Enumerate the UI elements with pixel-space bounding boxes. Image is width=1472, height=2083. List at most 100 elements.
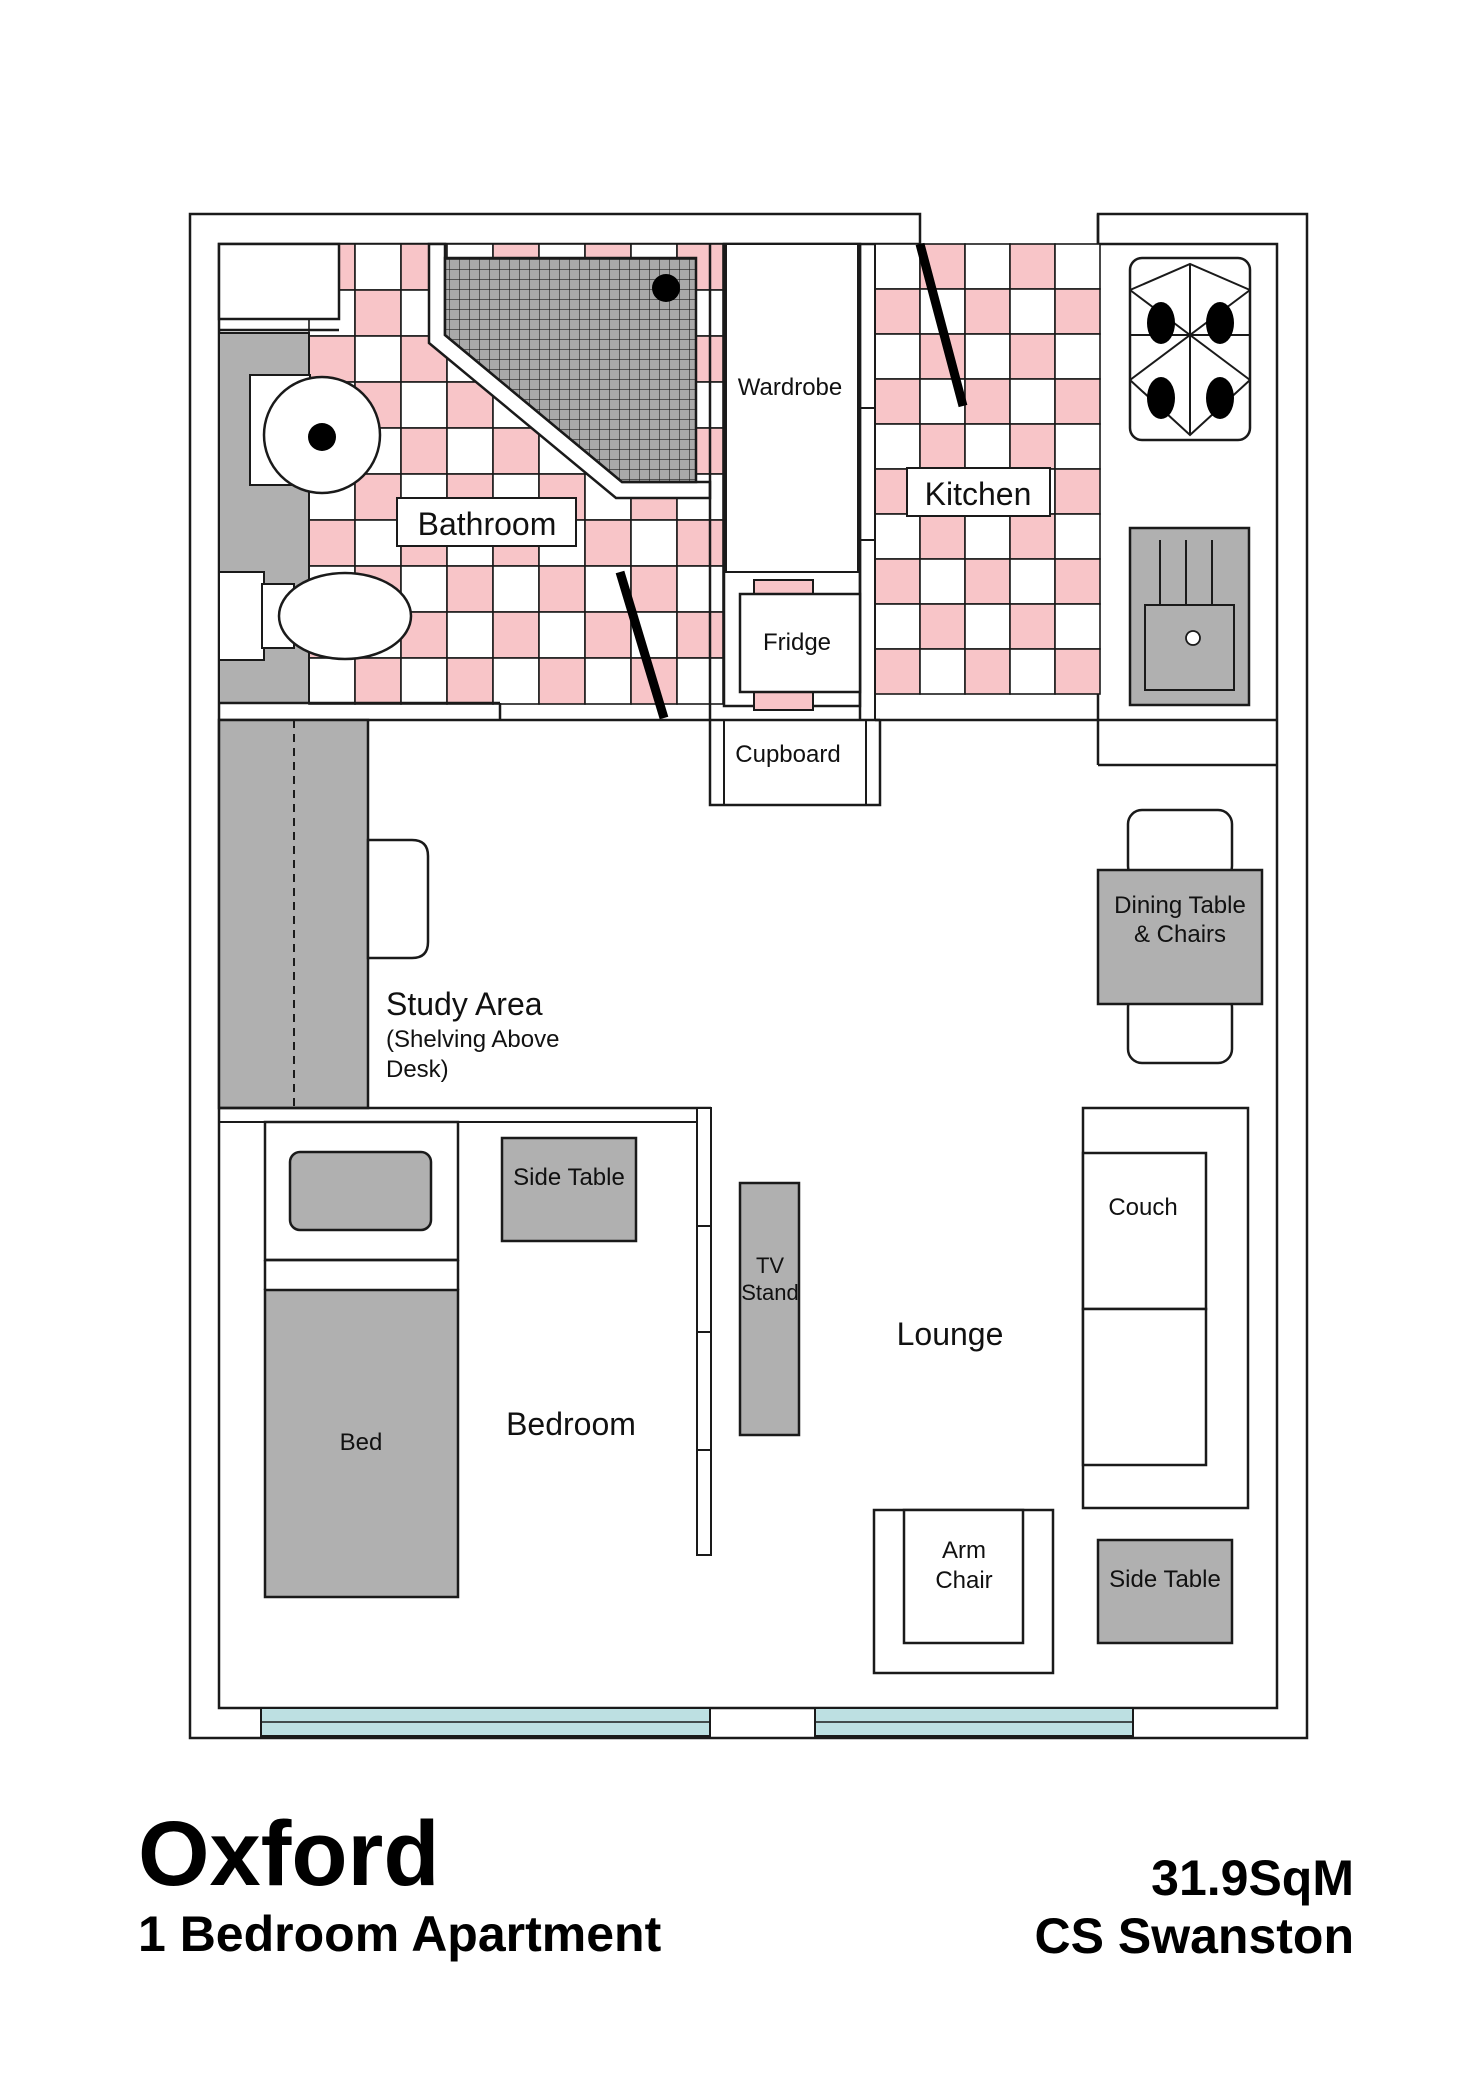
floor-tile	[584, 611, 632, 659]
cupboard-label: Cupboard	[735, 741, 840, 768]
apartment-name: Oxford	[138, 1803, 440, 1905]
floor-tile	[308, 519, 356, 567]
windows	[260, 1707, 1134, 1737]
wardrobe-fridge-block: Wardrobe Fridge Cupboard	[665, 242, 882, 807]
armchair-label-1: Arm	[942, 1537, 986, 1564]
floor-tile	[874, 648, 921, 695]
floor-tile	[1054, 333, 1101, 380]
armchair-seat	[902, 1508, 1025, 1645]
floor-tile	[964, 603, 1011, 650]
bedroom-label: Bedroom	[506, 1406, 636, 1442]
bathroom-vanity-shelf	[217, 242, 341, 321]
couch-cushion-top	[1081, 1151, 1208, 1311]
floor-tile	[492, 611, 540, 659]
floor-tile	[1054, 513, 1101, 560]
floor-tile	[964, 378, 1011, 425]
floor-tile	[630, 565, 678, 613]
bathroom-label: Bathroom	[418, 506, 557, 542]
floor-tile	[964, 558, 1011, 605]
bed	[263, 1288, 460, 1599]
floor-tile	[919, 558, 966, 605]
apartment-area: 31.9SqM	[1151, 1850, 1354, 1906]
floor-plan: Bathroom Wardrobe Fridge Cupboard Kitche…	[188, 212, 1309, 1740]
floor-tile	[1054, 468, 1101, 515]
couch-cushion-bottom	[1081, 1307, 1208, 1467]
tv-stand-label-1: TV	[756, 1253, 784, 1278]
lounge-side-table	[1096, 1538, 1234, 1645]
floor-tile	[964, 648, 1011, 695]
floor-tile	[676, 611, 724, 659]
floor-tile	[446, 657, 494, 705]
floor-tile	[874, 288, 921, 335]
floor-tile	[1009, 333, 1056, 380]
toilet-icon	[277, 571, 413, 661]
floor-tile	[964, 333, 1011, 380]
study-area-note-line-1: (Shelving Above	[386, 1026, 559, 1053]
floor-tile	[676, 519, 724, 567]
floor-tile	[874, 423, 921, 470]
floor-tile	[1054, 558, 1101, 605]
bathroom-fixtures: Bathroom	[217, 242, 712, 722]
floor-tile	[1054, 243, 1101, 290]
floor-tile	[919, 648, 966, 695]
floor-tile	[1054, 288, 1101, 335]
bed-label: Bed	[340, 1429, 383, 1456]
floor-tile	[874, 378, 921, 425]
kitchen-fixtures: Kitchen	[875, 242, 1252, 722]
floor-tile	[354, 657, 402, 705]
floor-tile	[538, 611, 586, 659]
floor-tile	[1054, 423, 1101, 470]
floor-tile	[874, 558, 921, 605]
floor-tile	[584, 657, 632, 705]
floor-tile	[354, 335, 402, 383]
study-area-title: Study Area	[386, 986, 543, 1022]
footer-right: 31.9SqM CS Swanston	[1035, 1850, 1354, 1965]
tv-stand-label-2: Stand	[741, 1280, 799, 1305]
floor-tile	[874, 333, 921, 380]
apartment-type: 1 Bedroom Apartment	[138, 1906, 662, 1962]
study-chair	[366, 838, 430, 960]
floor-tile	[1054, 648, 1101, 695]
building-name: CS Swanston	[1034, 1907, 1354, 1964]
armchair-label-2: Chair	[935, 1567, 992, 1594]
wardrobe	[725, 243, 859, 573]
floor-tile	[308, 657, 356, 705]
floor-tile	[584, 519, 632, 567]
floor-tile	[1009, 243, 1056, 290]
floor-tile	[919, 603, 966, 650]
floor-tile	[919, 423, 966, 470]
floor-tile	[874, 603, 921, 650]
floor-tile	[1009, 378, 1056, 425]
floor-tile	[1009, 648, 1056, 695]
floor-tile	[676, 565, 724, 613]
floor-tile	[446, 427, 494, 475]
floor-tile	[1009, 288, 1056, 335]
lounge: TV Stand Lounge Dining Table & Chairs Co…	[738, 808, 1264, 1675]
floor-tile	[492, 427, 540, 475]
floor-tile	[1009, 603, 1056, 650]
footer-left: Oxford 1 Bedroom Apartment	[138, 1808, 661, 1964]
floor-tile	[354, 243, 402, 291]
couch-label: Couch	[1108, 1194, 1177, 1221]
kitchen-door-icon	[915, 242, 968, 408]
fridge-label: Fridge	[763, 629, 831, 656]
floor-tile	[400, 427, 448, 475]
floor-tile	[446, 611, 494, 659]
bedroom: Bed Side Table Bedroom	[219, 1106, 712, 1599]
shower-icon	[443, 256, 698, 484]
floor-tile	[354, 473, 402, 521]
floor-tile	[964, 423, 1011, 470]
dining-table	[1096, 868, 1264, 1006]
kitchen-label: Kitchen	[925, 476, 1032, 512]
shower-drain-icon	[652, 274, 680, 302]
floor-tile	[1054, 378, 1101, 425]
floor-tile	[874, 243, 921, 290]
tv-stand	[738, 1181, 801, 1437]
floor-tile	[492, 565, 540, 613]
cupboard	[708, 720, 882, 807]
bathroom-door-icon	[615, 570, 669, 720]
floor-tile	[964, 243, 1011, 290]
dining-label-2: & Chairs	[1134, 921, 1226, 948]
floor-tile	[446, 565, 494, 613]
floor-tile	[538, 565, 586, 613]
